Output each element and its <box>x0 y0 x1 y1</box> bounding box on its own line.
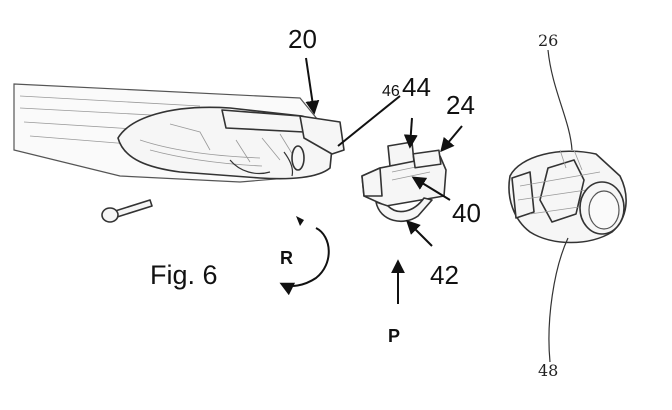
label-48: 48 <box>538 361 558 380</box>
housing-20 <box>13 83 345 183</box>
clip-24 <box>361 141 447 223</box>
leader-26 <box>547 49 573 151</box>
figure-caption: Fig. 6 <box>150 260 218 290</box>
label-42: 42 <box>430 260 459 290</box>
label-24: 24 <box>446 90 475 120</box>
rotation-arrow <box>279 227 330 296</box>
leader-42 <box>406 220 433 247</box>
rotation-label: R <box>280 248 293 268</box>
leader-24 <box>440 125 463 153</box>
pin <box>101 199 153 223</box>
grip-26 <box>508 149 627 244</box>
label-40: 40 <box>452 198 481 228</box>
label-46: 46 <box>382 83 400 100</box>
leader-46-arrow <box>403 117 418 149</box>
push-label: P <box>388 326 400 346</box>
label-20: 20 <box>288 24 317 54</box>
label-44: 44 <box>402 72 431 102</box>
label-26: 26 <box>538 31 558 50</box>
leader-48 <box>548 237 569 363</box>
leader-40 <box>411 176 451 201</box>
rotation-arrow-tail-icon <box>296 216 304 226</box>
leader-20 <box>305 57 320 115</box>
leader-44 <box>337 95 401 147</box>
